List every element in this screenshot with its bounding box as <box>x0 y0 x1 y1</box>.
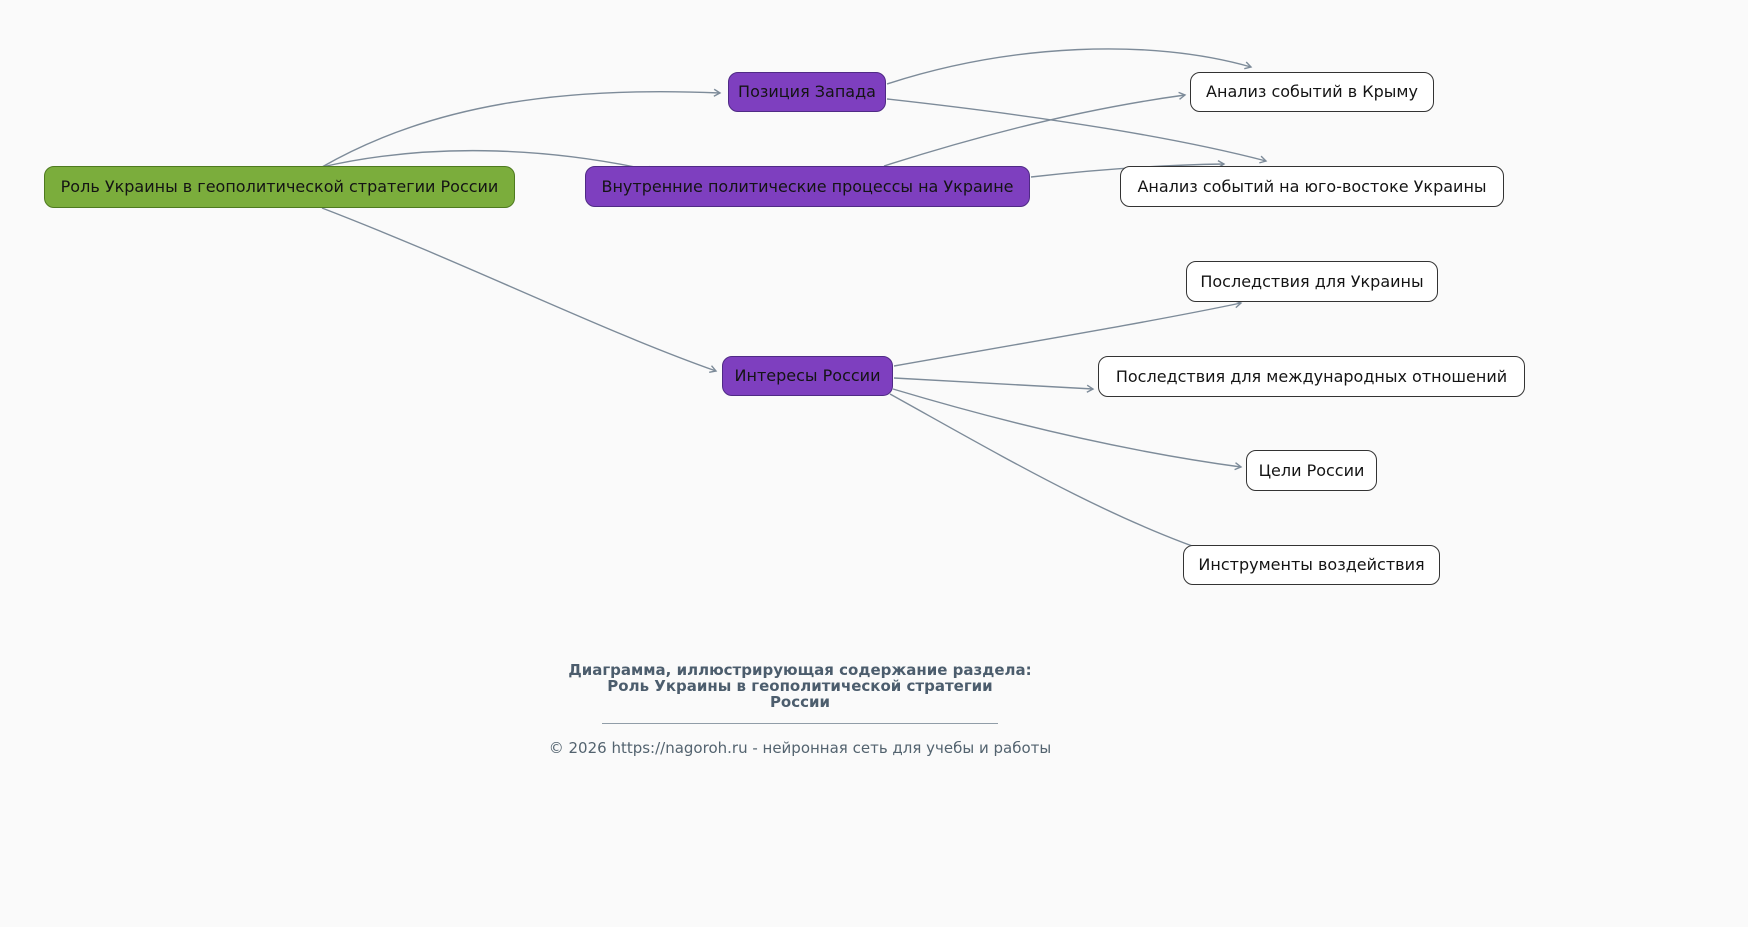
edge-root-russia-interests <box>321 207 718 373</box>
node-position-west: Позиция Запада <box>728 72 886 112</box>
copyright-text: © 2026 https://nagoroh.ru - нейронная се… <box>548 739 1052 757</box>
node-root: Роль Украины в геополитической стратегии… <box>44 166 515 208</box>
edge-internal-processes-crimea <box>883 91 1187 167</box>
node-crimea-analysis: Анализ событий в Крыму <box>1190 72 1434 112</box>
node-consequences-ukraine: Последствия для Украины <box>1186 261 1438 302</box>
node-internal-processes: Внутренние политические процессы на Укра… <box>585 166 1030 207</box>
node-russia-interests: Интересы России <box>722 356 893 396</box>
caption-divider <box>602 723 998 724</box>
footer: Диаграмма, иллюстрирующая содержание раз… <box>520 662 1080 757</box>
edge-russia-interests-influence-tools <box>889 393 1223 559</box>
node-southeast-analysis: Анализ событий на юго-востоке Украины <box>1120 166 1504 207</box>
node-influence-tools: Инструменты воздействия <box>1183 545 1440 585</box>
edge-russia-interests-consequences-international <box>893 377 1095 393</box>
node-russia-goals: Цели России <box>1246 450 1377 491</box>
diagram-caption: Диаграмма, иллюстрирующая содержание раз… <box>568 661 1032 711</box>
edge-root-position-west <box>321 88 722 168</box>
edge-russia-interests-russia-goals <box>892 388 1243 471</box>
node-consequences-international: Последствия для международных отношений <box>1098 356 1525 397</box>
